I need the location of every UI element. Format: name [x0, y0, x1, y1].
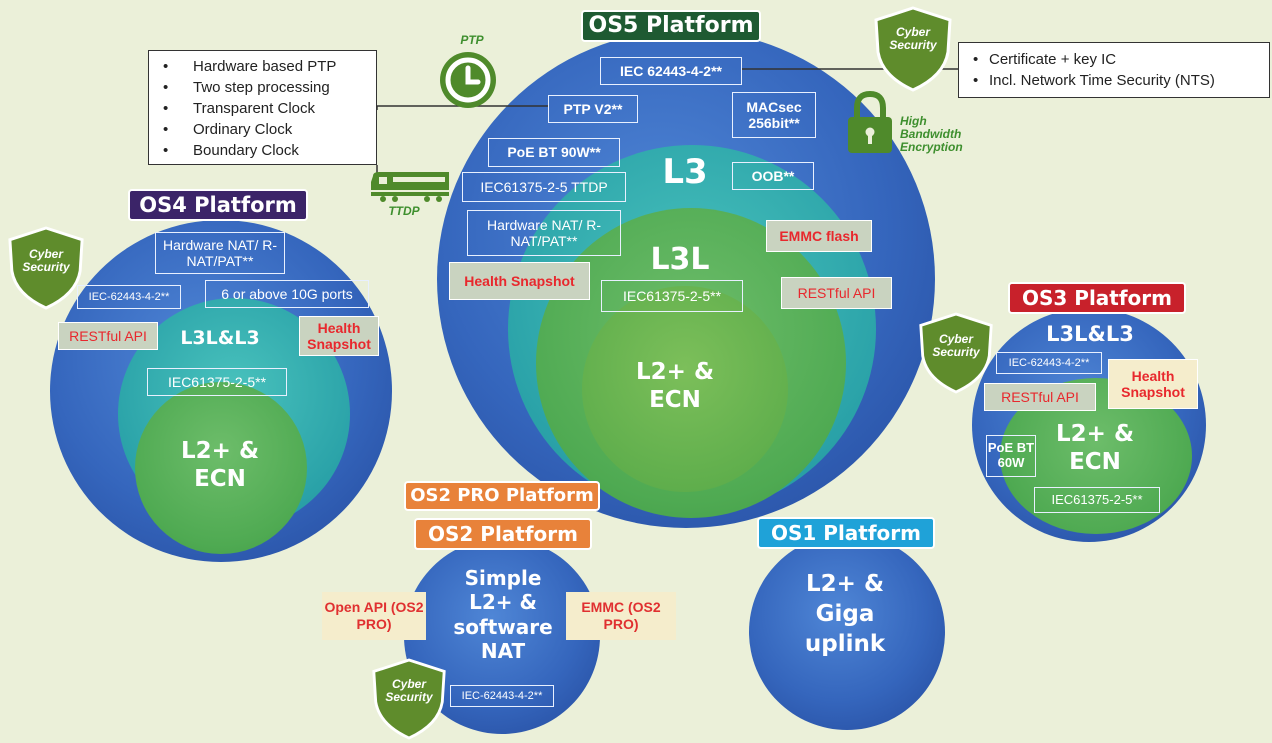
cyber-callout-item: Certificate + key IC: [959, 49, 1269, 70]
cyber-security-shield-icon: [8, 226, 84, 310]
os3-iec62443-label: IEC-62443-4-2**: [996, 352, 1102, 374]
os5-l2-text: L2+ & ECN: [636, 359, 714, 414]
cyber-security-text: Cyber Security: [889, 25, 937, 52]
os5-iec62443-label: IEC 62443-4-2**: [600, 57, 742, 85]
os5-macsec-label: MACsec 256bit**: [732, 92, 816, 138]
os5-l3-text: L3: [662, 152, 708, 192]
cyber-feature-callout: Certificate + key IC Incl. Network Time …: [958, 42, 1270, 98]
os5-ptp-label: PTP V2**: [548, 95, 638, 123]
os2-pro-title: OS2 PRO Platform: [404, 481, 600, 511]
os3-poe-label: PoE BT 60W: [986, 435, 1036, 477]
ttdp-icon-label: TTDP: [388, 204, 420, 218]
os4-iec61375-label: IEC61375-2-5**: [147, 368, 287, 396]
os2-title: OS2 Platform: [414, 518, 592, 550]
os5-l2-circle: [582, 286, 788, 492]
os4-l2-text: L2+ & ECN: [181, 438, 259, 493]
os4-title: OS4 Platform: [128, 189, 308, 221]
os1-main-text: L2+ & Giga uplink: [804, 571, 886, 657]
cyber-security-label: Cyber Security: [6, 248, 86, 276]
cyber-security-text: Cyber Security: [385, 677, 433, 704]
os4-ports-label: 6 or above 10G ports: [205, 280, 369, 308]
os3-restful-label: RESTful API: [984, 383, 1096, 411]
os2-open-api-label: Open API (OS2 PRO): [322, 592, 426, 640]
os2-iec62443-label: IEC-62443-4-2**: [450, 685, 554, 707]
lock-icon: [848, 90, 892, 153]
os4-nat-label: Hardware NAT/ R-NAT/PAT**: [155, 232, 285, 274]
encryption-icon-label: High Bandwidth Encryption: [900, 114, 963, 154]
train-icon: [371, 172, 449, 202]
os5-poe-label: PoE BT 90W**: [488, 138, 620, 167]
ptp-callout-item: Boundary Clock: [149, 140, 376, 161]
os5-restful-label: RESTful API: [781, 277, 892, 309]
os5-title: OS5 Platform: [581, 10, 761, 42]
os3-iec61375-label: IEC61375-2-5**: [1034, 487, 1160, 513]
ptp-callout-item: Two step processing: [149, 77, 376, 98]
os4-l2-circle: [135, 382, 307, 554]
cyber-security-text: Cyber Security: [932, 332, 980, 359]
os5-nat-label: Hardware NAT/ R-NAT/PAT**: [467, 210, 621, 256]
ptp-callout-item: Hardware based PTP: [149, 56, 376, 77]
os5-l3l-text: L3L: [650, 242, 710, 277]
cyber-security-label: Cyber Security: [370, 678, 448, 706]
os5-health-label: Health Snapshot: [449, 262, 590, 300]
os3-l3-text: L3L&L3: [1046, 322, 1134, 346]
cyber-security-shield-icon: [372, 658, 446, 740]
cyber-security-shield-icon: [874, 6, 952, 92]
cyber-security-text: Cyber Security: [22, 247, 70, 274]
os1-circle: [749, 534, 945, 730]
os3-l2-text: L2+ & ECN: [1056, 421, 1134, 476]
os5-oob-label: OOB**: [732, 162, 814, 190]
ptp-callout-item: Ordinary Clock: [149, 119, 376, 140]
os4-health-label: Health Snapshot: [299, 316, 379, 356]
os2-emmc-label: EMMC (OS2 PRO): [566, 592, 676, 640]
ptp-icon-label: PTP: [460, 33, 484, 47]
os5-ttdp-label: IEC61375-2-5 TTDP: [462, 172, 626, 202]
ptp-feature-callout: Hardware based PTP Two step processing T…: [148, 50, 377, 165]
os5-iec61375-label: IEC61375-2-5**: [601, 280, 743, 312]
ptp-callout-item: Transparent Clock: [149, 98, 376, 119]
cyber-security-shield-icon: [919, 312, 993, 394]
os1-title: OS1 Platform: [757, 517, 935, 549]
clock-icon: [440, 52, 496, 108]
os4-restful-label: RESTful API: [58, 322, 158, 350]
cyber-security-label: Cyber Security: [872, 26, 954, 54]
os4-l3-text: L3L&L3: [180, 327, 260, 349]
os5-emmc-label: EMMC flash: [766, 220, 872, 252]
cyber-security-label: Cyber Security: [917, 333, 995, 361]
os3-title: OS3 Platform: [1008, 282, 1186, 314]
cyber-callout-item: Incl. Network Time Security (NTS): [959, 70, 1269, 91]
os4-iec62443-label: IEC-62443-4-2**: [77, 285, 181, 309]
os3-health-label: Health Snapshot: [1108, 359, 1198, 409]
os2-main-text: Simple L2+ & software NAT: [453, 566, 553, 664]
